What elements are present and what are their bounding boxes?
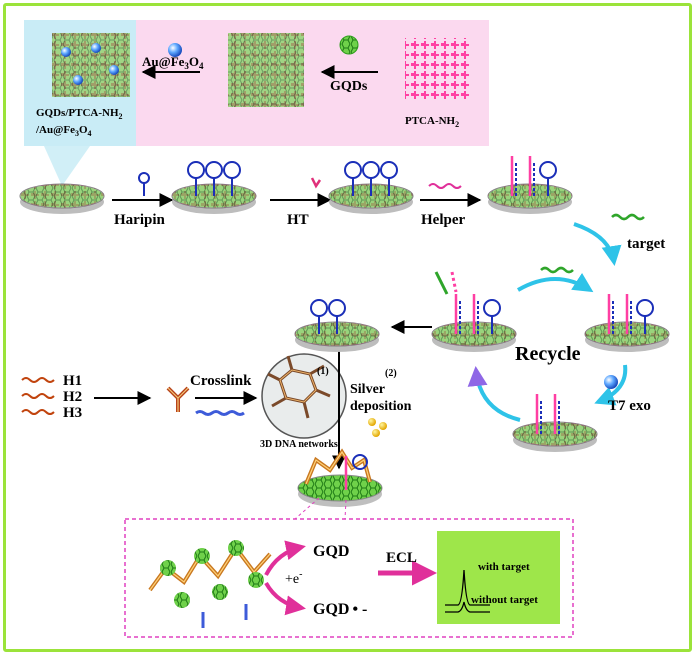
ecl-label: ECL [386,550,417,566]
reduction-arrow [264,581,306,616]
released-helper [450,271,458,293]
oxidation-arrow [264,540,306,576]
gqd-icon [339,35,359,55]
networks-label: 3D DNA networks [260,439,338,450]
composite-label-line2: /Au@Fe3O4 [35,124,92,138]
electrode [294,299,380,352]
linker-strand [195,410,245,416]
gqd-top-label: GQD [313,543,349,560]
recycle-label: Recycle [515,343,581,365]
electrode [584,294,670,352]
callout-line-left [294,497,320,520]
ptca-sheet [405,38,471,100]
figure-frame [3,3,692,652]
electrode [328,161,414,214]
h2-label: H2 [63,389,82,405]
gqd-bottom-label: GQD• - [313,601,367,618]
electrode [487,156,573,214]
target-icon [611,213,645,221]
released-strand [434,271,449,295]
electron-label: +e- [285,569,302,587]
ptca-label: PTCA-NH2 [405,115,459,129]
t7-exo-icon [604,375,618,389]
marker-2: (2) [385,368,397,379]
h1-label: H1 [63,373,82,389]
without-target-label: without target [471,594,538,606]
h3-label: H3 [63,405,82,421]
helper-icon [428,183,462,189]
gqds-ptca-sheet [228,33,304,107]
ecl-signal-curves [445,569,490,613]
au-fe3o4-particle [168,43,182,57]
released-target-icon [540,266,574,274]
y-junction-icon [166,386,190,412]
callout-pointer [44,146,90,186]
ecl-inset-box [124,518,574,638]
gqds-label: GQDs [330,79,368,94]
network-closeup [148,540,272,628]
with-target-label: with target [478,561,530,573]
electrode [19,183,105,214]
ht-label: HT [287,212,309,228]
electrode [431,294,517,352]
composite-label-line1: GQDs/PTCA-NH2 [36,107,123,121]
target-label: target [627,236,665,252]
cycle-arrow-right [594,364,628,406]
ht-icon [310,177,322,189]
h-strands [21,377,55,415]
ecl-signal-box [437,531,560,624]
marker-1: (1) [317,366,329,377]
crosslink-label: Crosslink [190,373,252,389]
haripin-label: Haripin [114,212,166,228]
cycle-arrow-left [467,366,521,422]
target-arrow [573,222,622,266]
cycle-arrow-top [516,272,594,293]
au-fe3o4-label: Au@Fe3O4 [142,54,204,71]
silver-particles [368,418,387,437]
electrode [171,161,257,214]
silver-label-line2: deposition [350,399,412,414]
dna-network-circle [261,353,347,439]
final-electrode [297,448,383,507]
hairpin-icon [138,172,150,196]
silver-label-line1: Silver [350,382,385,397]
helper-label: Helper [421,212,465,228]
composite-sheet [52,33,130,97]
t7-exo-label: T7 exo [608,398,651,414]
electrode [512,394,598,452]
